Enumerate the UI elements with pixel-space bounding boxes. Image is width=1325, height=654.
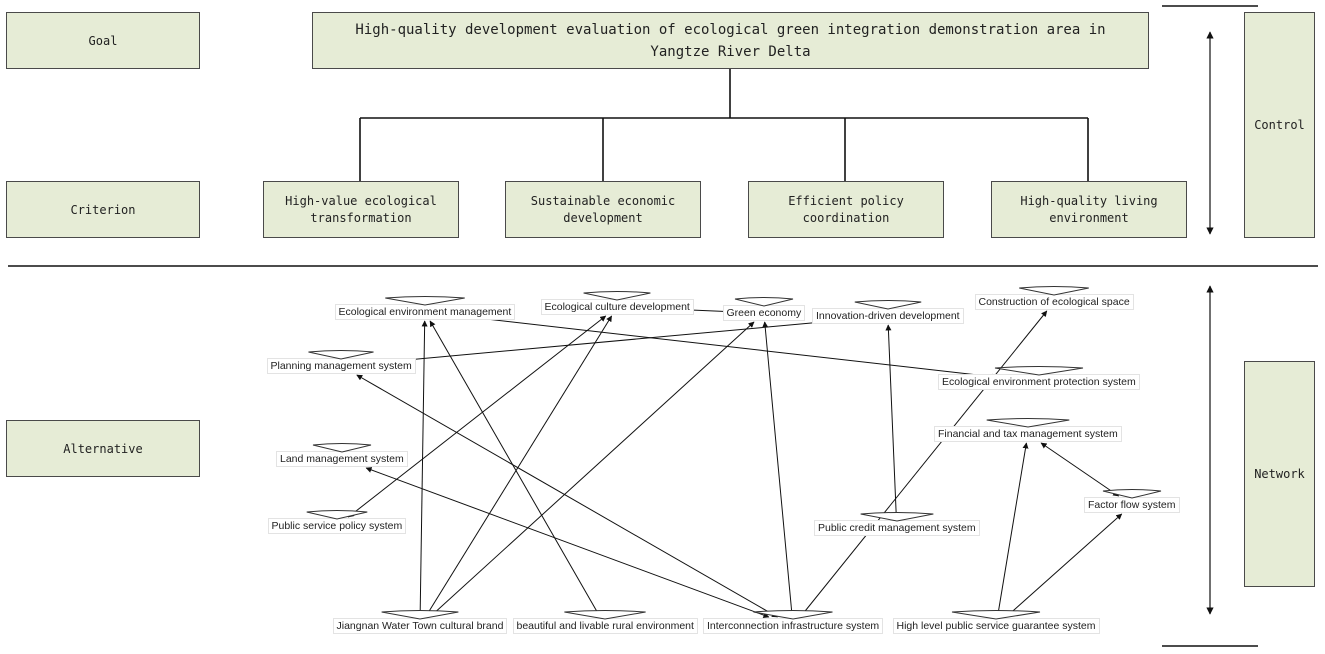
node-label: High level public service guarantee syst… <box>892 618 1100 634</box>
hierarchy-tree <box>359 68 1089 181</box>
network-link <box>885 324 900 520</box>
criterion-label: High-value ecological transformation <box>285 193 437 225</box>
node-hat-icon <box>564 610 646 620</box>
node-label: Public service policy system <box>267 518 407 534</box>
node-hat-icon <box>385 296 465 306</box>
network-link <box>461 313 999 380</box>
network-links <box>347 305 1123 618</box>
node-hat-icon <box>381 610 459 620</box>
criterion-label: High-quality living environment <box>1020 193 1158 225</box>
node-label: Innovation-driven development <box>812 308 964 324</box>
network-link <box>799 310 1048 618</box>
node-label: Construction of ecological space <box>974 294 1134 310</box>
level-goal: Goal <box>6 12 200 69</box>
node-hat-icon <box>583 291 651 301</box>
node-label: Green economy <box>722 305 806 321</box>
node-label: beautiful and livable rural environment <box>512 618 698 634</box>
node-hat-icon <box>753 610 833 620</box>
node-hat-icon <box>860 512 934 522</box>
criterion-box: High-value ecological transformation <box>263 181 459 238</box>
network-link <box>372 316 856 366</box>
node-hat-icon <box>854 300 922 310</box>
criterion-box: Efficient policy coordination <box>748 181 944 238</box>
level-goal-label: Goal <box>88 33 118 48</box>
node-hat-icon <box>306 510 368 520</box>
node-label: Planning management system <box>266 358 416 374</box>
node-label: Ecological environment protection system <box>938 374 1140 390</box>
network-link <box>365 467 770 618</box>
network-link <box>417 320 428 618</box>
level-alternative-label: Alternative <box>63 441 143 456</box>
criterion-label: Efficient policy coordination <box>788 193 904 225</box>
network-link <box>1005 513 1123 618</box>
network-link <box>429 321 755 618</box>
node-hat-icon <box>308 350 374 360</box>
goal-box: High-quality development evaluation of e… <box>312 12 1149 69</box>
node-label: Land management system <box>276 451 408 467</box>
node-hat-icon <box>734 297 794 307</box>
network-box: Network <box>1244 361 1315 587</box>
node-label: Financial and tax management system <box>934 426 1122 442</box>
node-hat-icon <box>994 366 1084 376</box>
network-link <box>429 320 601 618</box>
network-link <box>995 442 1029 618</box>
level-criterion: Criterion <box>6 181 200 238</box>
node-label: Ecological culture development <box>540 299 694 315</box>
node-label: Interconnection infrastructure system <box>703 618 884 634</box>
node-label: Jiangnan Water Town cultural brand <box>332 618 508 634</box>
network-link <box>347 315 607 518</box>
network-link <box>356 374 778 618</box>
network-link <box>1040 442 1120 497</box>
node-hat-icon <box>986 418 1070 428</box>
criterion-label: Sustainable economic development <box>530 193 676 225</box>
control-box: Control <box>1244 12 1315 238</box>
node-hat-icon <box>951 610 1041 620</box>
node-label: Ecological environment management <box>334 304 516 320</box>
criterion-box: Sustainable economic development <box>505 181 701 238</box>
node-hat-icon <box>1102 489 1162 499</box>
goal-text: High-quality development evaluation of e… <box>355 21 1106 60</box>
node-label: Public credit management system <box>814 520 980 536</box>
control-label: Control <box>1254 118 1305 132</box>
node-hat-icon <box>312 443 372 453</box>
node-label: Factor flow system <box>1084 497 1180 513</box>
network-label: Network <box>1254 467 1305 481</box>
level-alternative: Alternative <box>6 420 200 477</box>
node-hat-icon <box>1019 286 1089 296</box>
network-link <box>762 321 795 618</box>
criterion-box: High-quality living environment <box>991 181 1187 238</box>
level-criterion-label: Criterion <box>70 202 136 217</box>
